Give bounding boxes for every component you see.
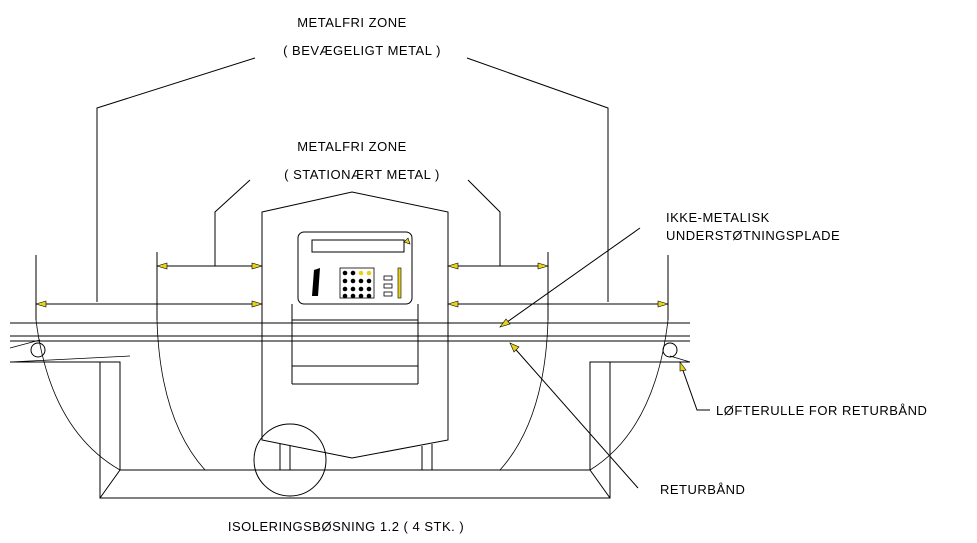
right-roller-icon (662, 342, 678, 358)
return-rollers (30, 342, 678, 358)
static-zone-subtitle: ( STATIONÆRT METAL ) (284, 167, 440, 182)
bushing-detail-circle (253, 423, 327, 497)
moving-zone-subtitle: ( BEVÆGELIGT METAL ) (283, 43, 441, 58)
conveyor-frame (9, 319, 691, 499)
bushing-label: ISOLERINGSBØSNING 1.2 ( 4 STK. ) (228, 519, 464, 534)
control-panel (297, 231, 413, 305)
leader-lines (499, 227, 710, 489)
display-screen (311, 239, 405, 253)
static-zone-title: METALFRI ZONE (297, 139, 407, 154)
return-belt-label: RETURBÅND (660, 482, 745, 497)
moving-zone-title: METALFRI ZONE (297, 15, 407, 30)
plate-label-line1: IKKE-METALISK (666, 210, 770, 225)
metal-detector-unit (253, 191, 449, 497)
roller-label: LØFTERULLE FOR RETURBÅND (716, 403, 927, 418)
plate-label-line2: UNDERSTØTNINGSPLADE (666, 228, 840, 243)
stationary-metal-zone-bracket (155, 179, 550, 320)
left-roller-icon (30, 342, 46, 358)
moving-metal-zone-bracket (34, 57, 670, 320)
keypad (339, 267, 375, 299)
